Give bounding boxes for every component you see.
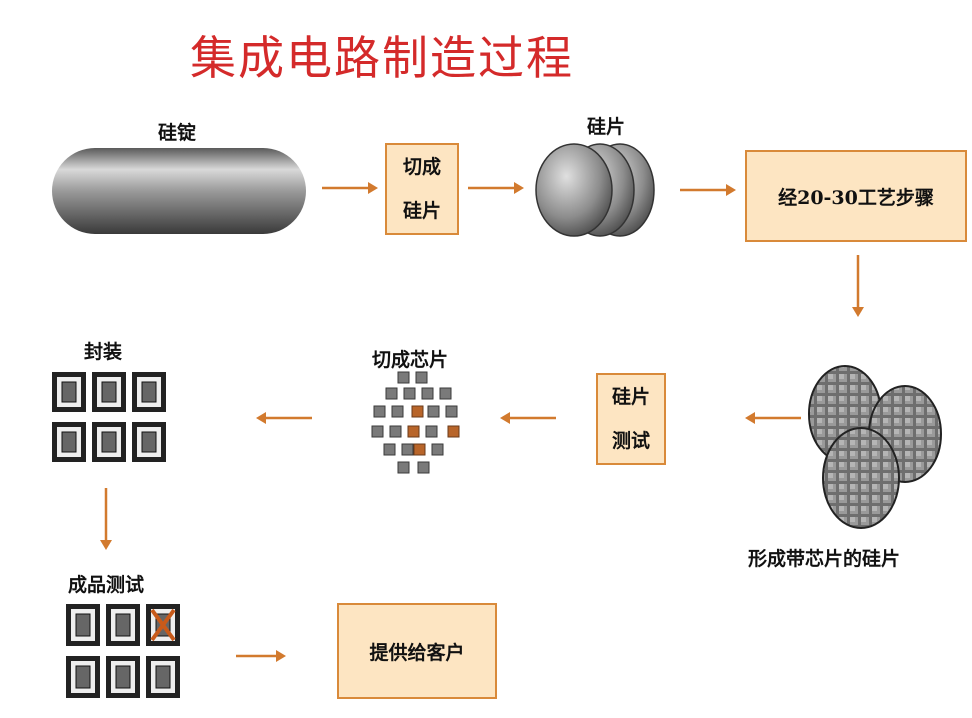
arrow-chipwafer-to-test — [745, 412, 801, 424]
chips-wafer-label: 形成带芯片的硅片 — [748, 548, 901, 570]
arrow-test-to-dice — [500, 412, 556, 424]
diagram-title: 集成电路制造过程 — [190, 31, 574, 85]
process-steps-box: 经20-30工艺步骤 — [745, 150, 967, 242]
wafer-test-line2: 测试 — [611, 430, 650, 452]
slice-wafer-box: 切成 硅片 — [385, 143, 459, 235]
slice-box-line2: 硅片 — [402, 200, 441, 222]
patterned-wafers-image — [808, 365, 942, 529]
wafer-label: 硅片 — [587, 116, 626, 138]
slice-box-line1: 切成 — [402, 156, 441, 178]
arrow-wafer-to-process — [680, 184, 736, 196]
arrow-test-to-customer — [236, 650, 286, 662]
deliver-customer-box: 提供给客户 — [337, 603, 497, 699]
final-test-label: 成品测试 — [68, 574, 145, 596]
process-steps-label: 经20-30工艺步骤 — [778, 186, 934, 209]
arrow-process-down — [852, 255, 864, 317]
arrow-dice-to-package — [256, 412, 312, 424]
arrow-ingot-to-slice — [322, 182, 378, 194]
arrow-package-down — [100, 488, 112, 550]
silicon-wafers-image — [535, 143, 655, 237]
silicon-ingot-image — [52, 148, 306, 234]
package-label: 封装 — [84, 341, 123, 363]
diced-chips-image — [371, 371, 460, 474]
packaged-chips-image — [52, 372, 166, 462]
deliver-customer-label: 提供给客户 — [369, 641, 465, 664]
dice-label: 切成芯片 — [372, 349, 449, 371]
wafer-test-line1: 硅片 — [611, 386, 650, 408]
wafer-test-box: 硅片 测试 — [596, 373, 666, 465]
final-test-chips-image — [66, 604, 180, 698]
ingot-label: 硅锭 — [158, 122, 197, 144]
arrow-slice-to-wafer — [468, 182, 524, 194]
